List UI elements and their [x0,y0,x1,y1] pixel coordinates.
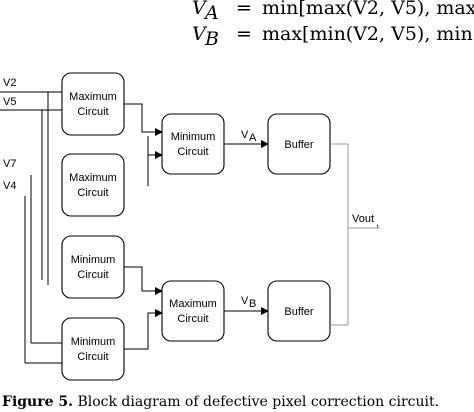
block-minimum-circuit-1-box [61,235,125,299]
signal-label-vb: V [241,295,249,307]
wire-max1-to-min-stage [124,103,163,136]
figure-caption-body: Block diagram of defective pixel correct… [73,394,439,410]
block-maximum-circuit-2-line1: Maximum [69,172,117,184]
mid-wires [124,103,163,350]
signal-label-vb-sub: B [249,298,256,310]
equation-va-lhs: V [192,0,208,19]
input-label-v7: V7 [3,158,16,170]
equation-vb-op: = [236,23,252,45]
block-minimum-stage-box [161,113,225,175]
signal-label-va-sub: A [249,132,257,144]
signal-label-va: V [241,129,249,141]
equation-va-lhs-sub: A [203,2,219,24]
figure-caption-text: Figure 5. Block diagram of defective pix… [2,394,439,410]
block-minimum-circuit-2-box [61,317,125,381]
block-minimum-stage-line2: Circuit [177,146,208,158]
block-maximum-circuit-1-line2: Circuit [77,106,108,118]
equation-va-op: = [236,0,252,19]
block-maximum-stage: Maximum Circuit [161,280,225,342]
block-buffer-b: Buffer [267,280,331,342]
equation-vb-rhs: max[min(V2, V5), min(V7, [262,23,474,45]
block-buffer-b-label: Buffer [284,306,313,318]
block-buffer-b-box [267,280,331,342]
block-maximum-circuit-2-box [61,153,125,217]
output-wires [330,143,380,326]
block-maximum-stage-box [161,280,225,342]
block-minimum-circuit-2-line2: Circuit [77,351,108,363]
figure-caption-label: Figure 5. [2,394,73,410]
block-minimum-circuit-1: Minimum Circuit [61,235,125,299]
signal-label-vout: Vout [352,213,374,225]
figure-caption: Figure 5. Block diagram of defective pix… [2,394,439,410]
equation-vb: V B = max[min(V2, V5), min(V7, [192,23,474,50]
block-maximum-circuit-2-line2: Circuit [77,187,108,199]
block-maximum-stage-line1: Maximum [169,298,217,310]
block-maximum-circuit-1-line1: Maximum [69,91,117,103]
block-minimum-circuit-1-line1: Minimum [71,254,116,266]
equation-vb-lhs-sub: B [204,28,219,50]
equation-vb-lhs: V [192,23,208,45]
block-minimum-stage: Minimum Circuit [161,113,225,175]
equation-va-rhs: min[max(V2, V5), max(V7, [262,0,474,19]
input-label-v4: V4 [3,180,16,192]
wire-buffer-outputs [330,143,349,326]
input-label-v5: V5 [3,96,16,108]
block-buffer-a-label: Buffer [284,139,313,151]
equation-va: V A = min[max(V2, V5), max(V7, [192,0,474,24]
block-maximum-circuit-2: Maximum Circuit [61,153,125,217]
block-minimum-stage-line1: Minimum [171,131,216,143]
block-maximum-circuit-1-box [61,72,125,136]
input-wires [0,91,62,364]
block-maximum-stage-line2: Circuit [177,313,208,325]
wire-min2-to-max-stage [124,309,163,350]
block-minimum-circuit-1-line2: Circuit [77,269,108,281]
signal-label-vout-sub: , [376,217,379,229]
block-buffer-a: Buffer [267,113,331,175]
block-maximum-circuit-1: Maximum Circuit [61,72,125,136]
wire-min1-to-max-stage [124,266,163,295]
block-minimum-circuit-2: Minimum Circuit [61,317,125,381]
input-label-v2: V2 [3,77,16,89]
block-minimum-circuit-2-line1: Minimum [71,336,116,348]
